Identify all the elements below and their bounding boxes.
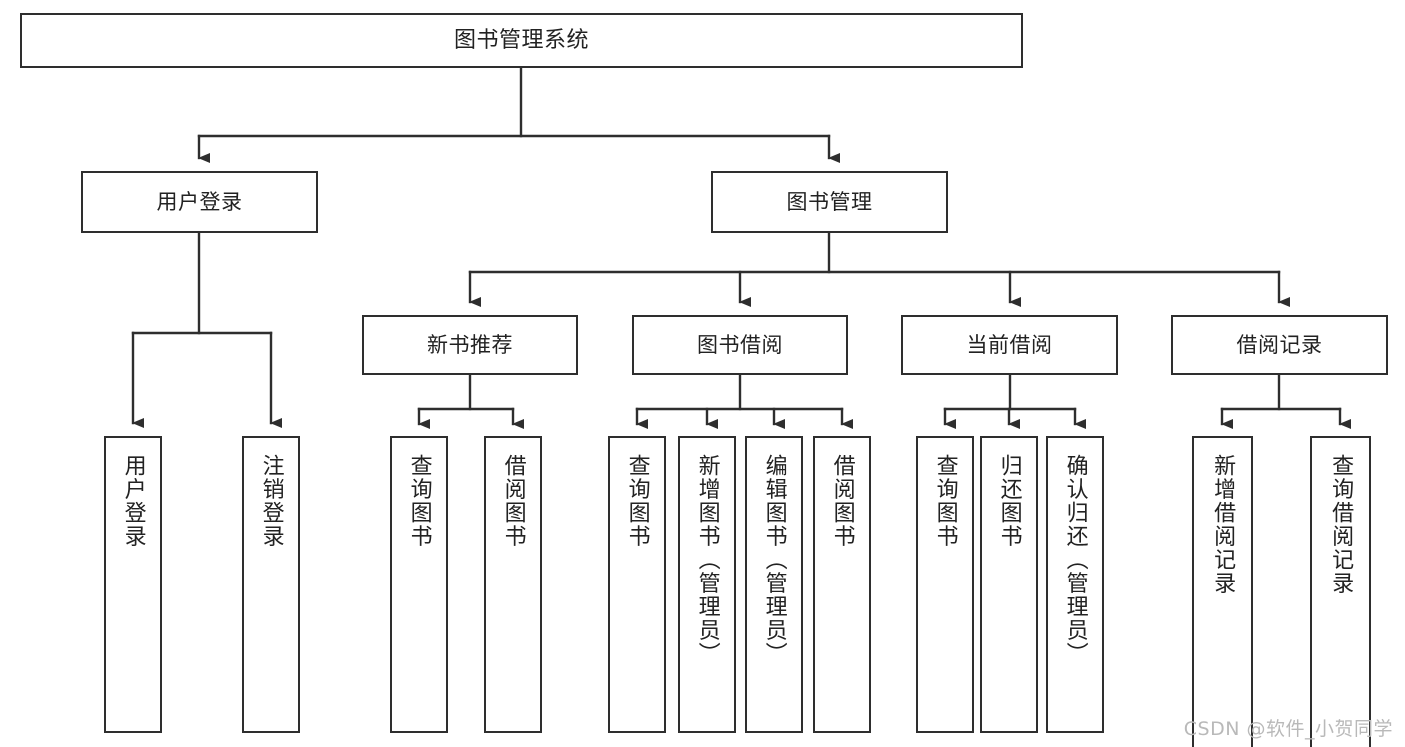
node-leaf-return-book-label: 归还图书 <box>996 454 1022 548</box>
node-leaf-query-book-3-label: 查询图书 <box>932 454 958 548</box>
node-leaf-add-book[interactable]: 新增图书（管理员） <box>678 436 736 733</box>
node-leaf-logout-login[interactable]: 注销登录 <box>242 436 300 733</box>
node-leaf-confirm-return[interactable]: 确认归还（管理员） <box>1046 436 1104 733</box>
node-user-login-label: 用户登录 <box>156 189 243 214</box>
node-book-manage[interactable]: 图书管理 <box>711 171 948 233</box>
node-leaf-edit-book[interactable]: 编辑图书（管理员） <box>745 436 803 733</box>
node-leaf-logout-login-label: 注销登录 <box>258 454 284 548</box>
node-leaf-return-book[interactable]: 归还图书 <box>980 436 1038 733</box>
node-leaf-borrow-book-2-label: 借阅图书 <box>829 454 855 548</box>
node-user-login[interactable]: 用户登录 <box>81 171 318 233</box>
node-leaf-user-login[interactable]: 用户登录 <box>104 436 162 733</box>
node-book-manage-label: 图书管理 <box>786 189 873 214</box>
csdn-watermark: CSDN @软件_小贺同学 <box>1183 718 1393 740</box>
node-leaf-borrow-book-1-label: 借阅图书 <box>500 454 526 548</box>
node-root[interactable]: 图书管理系统 <box>20 13 1023 68</box>
node-leaf-query-book-1[interactable]: 查询图书 <box>390 436 448 733</box>
node-leaf-confirm-return-label: 确认归还（管理员） <box>1062 454 1088 666</box>
node-borrow-record[interactable]: 借阅记录 <box>1171 315 1388 375</box>
node-leaf-user-login-label: 用户登录 <box>120 454 146 548</box>
node-leaf-query-book-1-label: 查询图书 <box>406 454 432 548</box>
node-leaf-add-book-label: 新增图书（管理员） <box>694 454 720 666</box>
node-leaf-query-book-2-label: 查询图书 <box>624 454 650 548</box>
node-new-book-recommend-label: 新书推荐 <box>427 332 513 357</box>
node-current-borrow-label: 当前借阅 <box>966 332 1053 357</box>
node-current-borrow[interactable]: 当前借阅 <box>901 315 1118 375</box>
node-leaf-add-record-label: 新增借阅记录 <box>1210 454 1236 595</box>
node-leaf-edit-book-label: 编辑图书（管理员） <box>761 454 787 666</box>
node-leaf-query-record[interactable]: 查询借阅记录 <box>1310 436 1371 747</box>
node-leaf-query-book-2[interactable]: 查询图书 <box>608 436 666 733</box>
node-book-borrow-label: 图书借阅 <box>697 332 783 357</box>
node-book-borrow[interactable]: 图书借阅 <box>632 315 848 375</box>
node-leaf-add-record[interactable]: 新增借阅记录 <box>1192 436 1253 747</box>
node-leaf-query-book-3[interactable]: 查询图书 <box>916 436 974 733</box>
node-leaf-query-record-label: 查询借阅记录 <box>1328 454 1354 595</box>
node-leaf-borrow-book-1[interactable]: 借阅图书 <box>484 436 542 733</box>
node-new-book-recommend[interactable]: 新书推荐 <box>362 315 578 375</box>
node-root-label: 图书管理系统 <box>453 27 589 53</box>
node-leaf-borrow-book-2[interactable]: 借阅图书 <box>813 436 871 733</box>
node-borrow-record-label: 借阅记录 <box>1236 332 1323 357</box>
